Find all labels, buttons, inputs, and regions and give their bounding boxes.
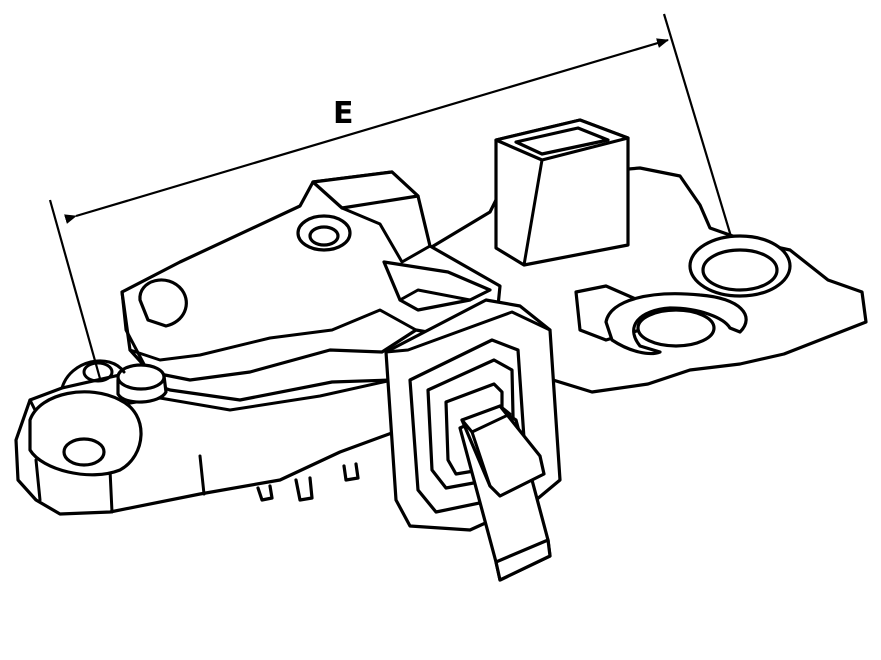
left-rear-eye	[60, 359, 126, 390]
upper-tab	[311, 170, 420, 210]
pin-3	[342, 462, 360, 482]
plug-connector	[384, 298, 562, 582]
left-stud-top	[116, 363, 166, 391]
connector-post-opening	[514, 126, 610, 156]
housing-knob	[138, 278, 188, 328]
plug-frame-edge	[384, 310, 552, 354]
dimension-label: E	[333, 96, 354, 131]
housing-edge-left	[120, 290, 148, 370]
mounting-ring	[604, 292, 748, 356]
dimension-arrow-line	[64, 38, 669, 224]
mounting-hole-right-inner	[701, 248, 779, 292]
dimension-E: E	[48, 13, 744, 401]
connector-post-edge	[522, 158, 544, 267]
extension-line-right	[662, 13, 744, 274]
housing-hole-inner	[308, 225, 340, 247]
plug-blade-head-edge	[470, 430, 492, 488]
pin-1	[256, 484, 274, 502]
left-rear-hole	[82, 361, 114, 383]
upper-tab-side	[340, 206, 432, 264]
left-eye-hole	[62, 437, 106, 467]
mounting-ring-inner	[636, 308, 716, 348]
plug-blade-face	[494, 538, 552, 582]
extension-line-left	[48, 199, 108, 401]
left-eye-plate	[28, 390, 143, 477]
pin-2	[294, 476, 314, 502]
housing-edge-lower	[128, 308, 418, 362]
left-bracket-side	[34, 454, 206, 514]
center-blade-edge	[398, 288, 472, 302]
plug-blade-head-top	[460, 404, 512, 434]
